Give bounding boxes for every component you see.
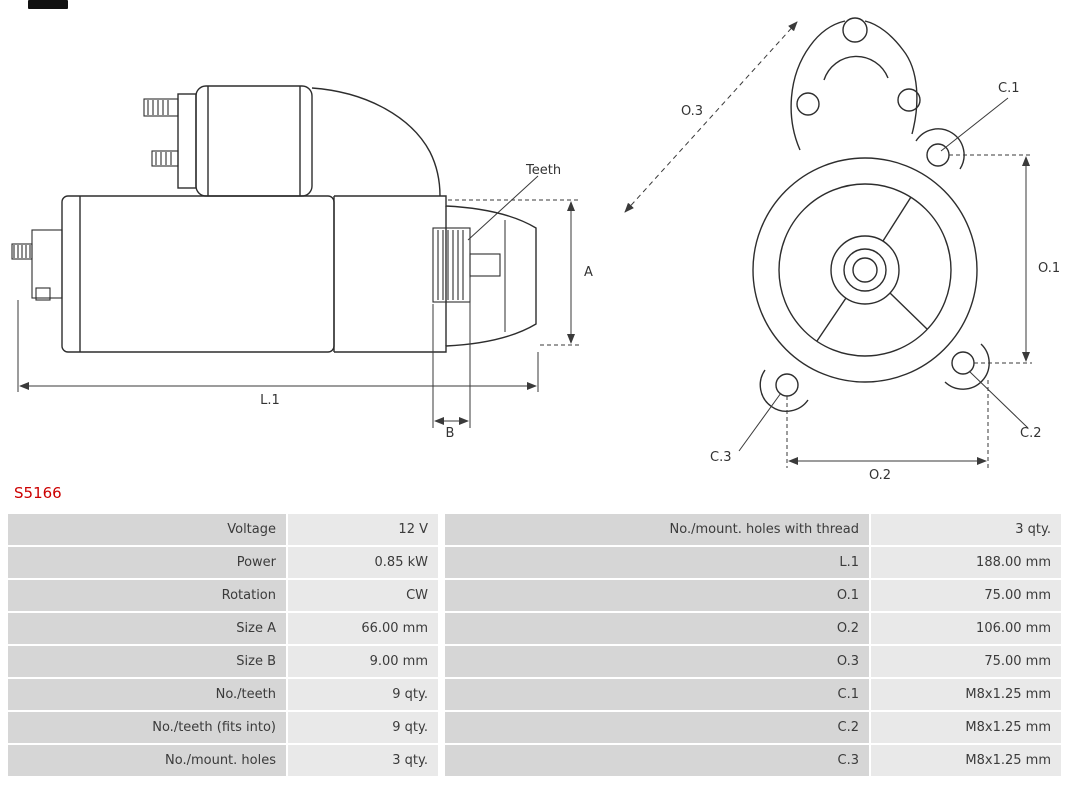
spec-label: No./mount. holes [8, 745, 286, 776]
spec-value: 188.00 mm [871, 547, 1061, 578]
label-a: A [584, 265, 593, 280]
label-c3: C.3 [710, 450, 731, 465]
label-o2: O.2 [869, 468, 891, 482]
spec-value: 75.00 mm [871, 580, 1061, 611]
mount-hole-c3 [775, 373, 799, 397]
spec-label: O.1 [445, 580, 869, 611]
technical-diagram: Teeth A L.1 B [11, 17, 1060, 483]
spec-value: M8x1.25 mm [871, 745, 1061, 776]
spec-gap [440, 514, 443, 545]
spec-value: M8x1.25 mm [871, 679, 1061, 710]
brand-logo-icon [28, 0, 68, 9]
label-b: B [446, 426, 455, 441]
terminal-studs [143, 98, 179, 167]
mount-hole-c2 [951, 351, 975, 375]
label-o1: O.1 [1038, 261, 1060, 276]
through-bolt [11, 229, 63, 301]
spec-label: No./teeth (fits into) [8, 712, 286, 743]
spec-value: M8x1.25 mm [871, 712, 1061, 743]
spec-label: C.3 [445, 745, 869, 776]
spec-label: Voltage [8, 514, 286, 545]
spec-value: 106.00 mm [871, 613, 1061, 644]
spec-label: Size A [8, 613, 286, 644]
spec-gap [440, 712, 443, 743]
pinion-gear [432, 227, 501, 303]
spec-label: No./teeth [8, 679, 286, 710]
spec-label: Rotation [8, 580, 286, 611]
spec-value: 3 qty. [288, 745, 438, 776]
spec-gap [440, 613, 443, 644]
spec-label: Size B [8, 646, 286, 677]
part-number: S5166 [14, 484, 62, 502]
spec-value: 66.00 mm [288, 613, 438, 644]
spec-label: O.3 [445, 646, 869, 677]
spec-value: 9 qty. [288, 712, 438, 743]
side-view [11, 85, 537, 353]
spec-gap [440, 646, 443, 677]
spec-gap [440, 679, 443, 710]
label-o3: O.3 [681, 104, 703, 119]
spec-label: No./mount. holes with thread [445, 514, 869, 545]
front-view [752, 17, 990, 412]
spec-value: 3 qty. [871, 514, 1061, 545]
spec-label: O.2 [445, 613, 869, 644]
spec-value: 9 qty. [288, 679, 438, 710]
spec-value: 12 V [288, 514, 438, 545]
front-view-dimensions [624, 21, 1032, 468]
motor-body [61, 195, 335, 353]
spec-label: C.1 [445, 679, 869, 710]
drive-end-housing [334, 195, 537, 353]
spec-label: L.1 [445, 547, 869, 578]
solenoid [195, 85, 313, 197]
spec-label: Power [8, 547, 286, 578]
spec-value: 9.00 mm [288, 646, 438, 677]
label-c2: C.2 [1020, 426, 1041, 441]
spec-gap [440, 745, 443, 776]
flange-outline [752, 157, 978, 383]
label-teeth: Teeth [525, 163, 561, 178]
spec-label: C.2 [445, 712, 869, 743]
top-bracket [790, 17, 921, 151]
spec-gap [440, 580, 443, 611]
starter-motor-drawing: Teeth A L.1 B [11, 17, 1060, 483]
label-c1: C.1 [998, 81, 1019, 96]
spec-gap [440, 547, 443, 578]
side-view-dimensions [17, 175, 580, 428]
spec-value: 75.00 mm [871, 646, 1061, 677]
spec-value: CW [288, 580, 438, 611]
spec-value: 0.85 kW [288, 547, 438, 578]
label-l1: L.1 [260, 393, 280, 408]
